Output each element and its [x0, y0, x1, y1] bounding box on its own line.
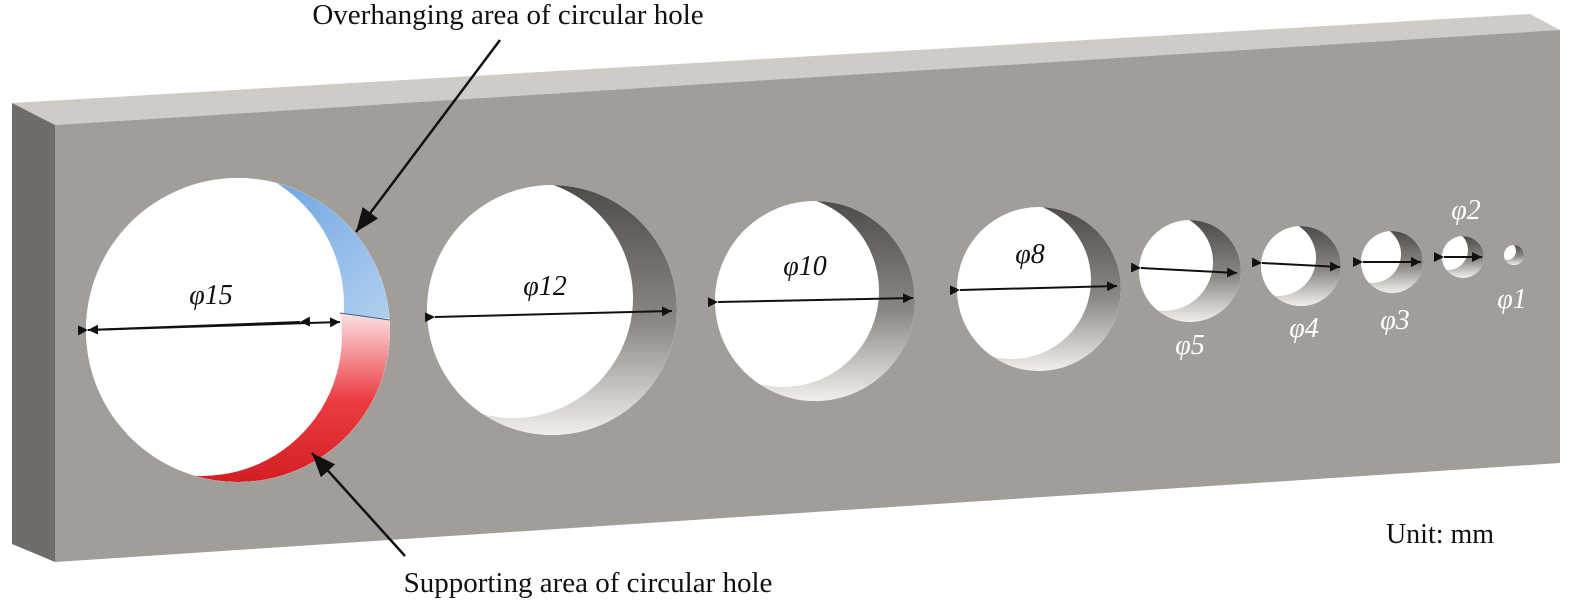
plate-left-side [12, 103, 55, 562]
dim-label-phi1: φ1 [1497, 284, 1527, 315]
hole-phi1 [1504, 245, 1524, 265]
supporting-area-label: Supporting area of circular hole [404, 567, 773, 599]
overhanging-leader-arrow [355, 39, 501, 233]
dim-label-phi8: φ8 [1015, 239, 1045, 270]
dimension-arrow-phi4 [1251, 257, 1341, 272]
unit-label: Unit: mm [1386, 519, 1494, 550]
dimension-arrow-phi5 [1130, 262, 1238, 278]
dim-label-phi12: φ12 [523, 271, 567, 302]
overhanging-area-label: Overhanging area of circular hole [312, 0, 703, 31]
dimension-arrow-phi10 [707, 293, 914, 308]
dim-label-phi4: φ4 [1289, 313, 1319, 344]
dimension-arrow-phi8 [949, 281, 1118, 296]
plate-top-face [12, 14, 1560, 125]
dim-label-phi2: φ2 [1451, 195, 1481, 226]
supporting-leader-arrow [311, 452, 406, 557]
dim-label-phi3: φ3 [1380, 305, 1410, 336]
dimension-arrow-phi12 [424, 306, 673, 323]
dim-label-phi15: φ15 [189, 280, 233, 311]
dim-label-phi5: φ5 [1175, 330, 1205, 361]
dim-label-phi10: φ10 [783, 251, 827, 282]
